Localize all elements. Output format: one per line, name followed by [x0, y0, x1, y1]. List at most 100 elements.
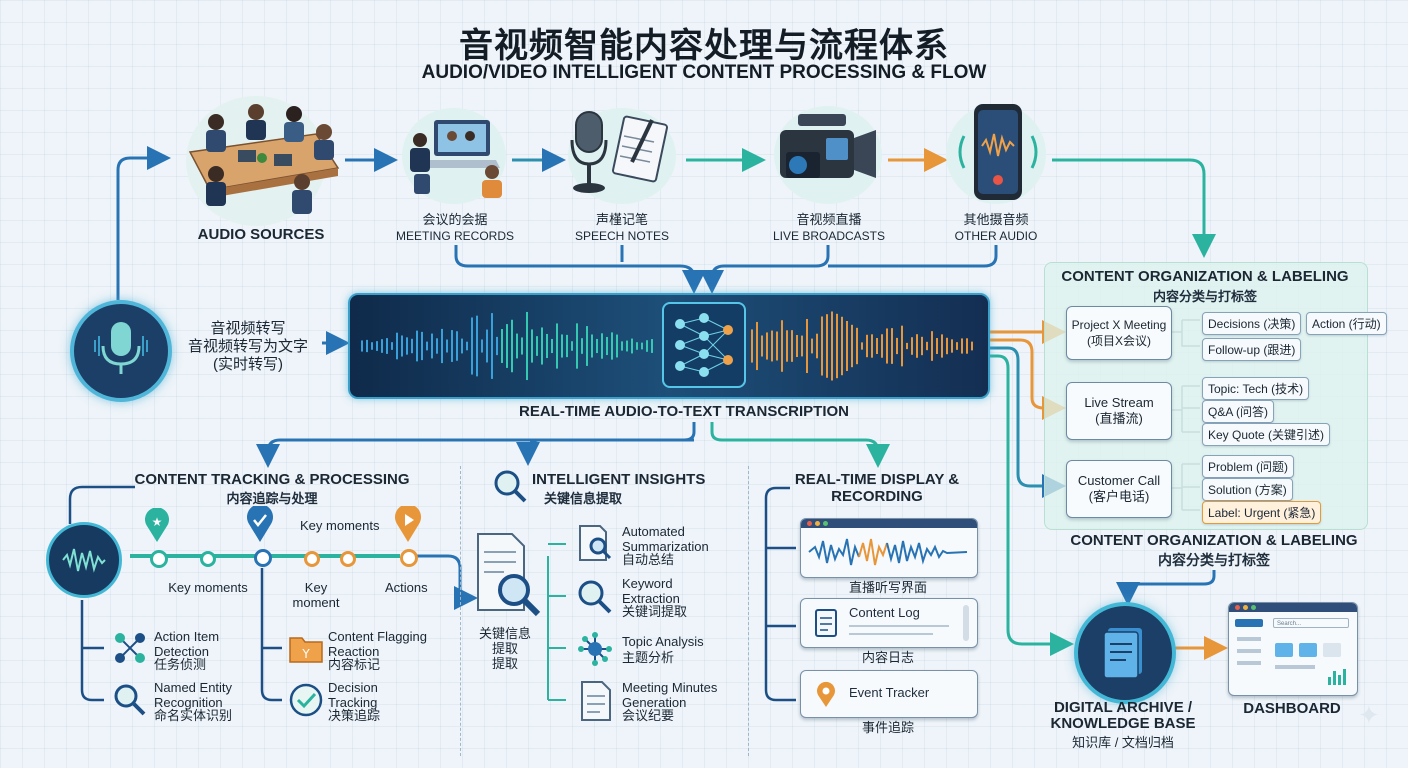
timeline-node[interactable] — [400, 549, 418, 567]
microphone-button[interactable] — [70, 300, 172, 402]
dashboard-line — [1275, 665, 1315, 669]
tracking-item-cn: 决策追踪 — [328, 708, 381, 723]
neural-network-processor — [662, 302, 746, 388]
meeting-records-cn: 会议的会据 — [422, 212, 488, 227]
organization-heading-en: CONTENT ORGANIZATION & LABELING — [1061, 268, 1349, 285]
transcription-desc-line3: (实时转写) — [213, 356, 283, 373]
tracking-item-cn: 内容标记 — [328, 657, 381, 672]
waveform-icon — [62, 548, 106, 573]
category-card-project-x[interactable]: Project X Meeting (项目X会议) — [1066, 306, 1172, 360]
archive-books-icon — [1103, 628, 1142, 679]
log-line — [849, 633, 933, 635]
scroll-icon — [815, 609, 837, 637]
category-card-live-stream[interactable]: Live Stream (直播流) — [1066, 382, 1172, 440]
document-icon — [581, 681, 611, 721]
tracking-item-en: Decision Tracking — [328, 680, 378, 710]
transcription-desc-line1: 音视频转写 — [210, 320, 286, 337]
tag-key-quote[interactable]: Key Quote (关键引述) — [1202, 423, 1331, 446]
location-pin-icon — [817, 681, 835, 707]
check-circle-icon — [289, 683, 323, 717]
dashboard-tile[interactable] — [1299, 643, 1317, 657]
timeline-node[interactable] — [340, 551, 356, 567]
event-tracker-screen[interactable]: Event Tracker — [800, 670, 978, 718]
play-pin-icon — [395, 506, 421, 542]
tracking-heading-cn: 内容追踪与处理 — [226, 491, 318, 506]
organization-footer-en: CONTENT ORGANIZATION & LABELING — [1070, 532, 1358, 549]
page-title-cn: 音视频智能内容处理与流程体系 — [459, 27, 949, 65]
screen-caption: 内容日志 — [861, 650, 914, 665]
tag-decisions[interactable]: Decisions (决策) — [1202, 312, 1302, 335]
dashboard-label: DASHBOARD — [1243, 700, 1341, 717]
waveform-icon — [808, 538, 968, 566]
insight-item-en: Meeting Minutes Generation — [622, 680, 718, 710]
tag-topic-tech[interactable]: Topic: Tech (技术) — [1202, 377, 1310, 400]
insight-item-cn: 会议纪要 — [622, 708, 675, 723]
document-magnifier-icon — [477, 533, 541, 617]
dashboard-tile[interactable] — [1275, 643, 1293, 657]
magnifier-icon — [114, 684, 146, 716]
check-pin-icon — [247, 506, 273, 542]
insights-heading-en: INTELLIGENT INSIGHTS — [532, 471, 706, 488]
tracking-item-en: Content Flagging Reaction — [328, 629, 428, 659]
dashboard-tile[interactable] — [1323, 643, 1341, 657]
timeline-node[interactable] — [304, 551, 320, 567]
insight-item-cn: 关键词提取 — [622, 604, 688, 619]
window-dot — [1243, 605, 1248, 610]
page-title-en: AUDIO/VIDEO INTELLIGENT CONTENT PROCESSI… — [421, 62, 987, 83]
section-divider — [748, 466, 749, 756]
neural-network-icon — [675, 313, 733, 377]
category-label: Live Stream (直播流) — [1084, 395, 1154, 426]
document-magnifier-icon — [579, 525, 612, 561]
window-dot — [807, 521, 812, 526]
section-divider — [460, 466, 461, 756]
tracking-audio-node — [46, 522, 122, 598]
audio-sources-label: AUDIO SOURCES — [197, 226, 325, 243]
waveform-graphic — [361, 311, 973, 381]
tag-urgent[interactable]: Label: Urgent (紧急) — [1202, 501, 1322, 524]
tag-follow-up[interactable]: Follow-up (跟进) — [1202, 338, 1302, 361]
dashboard-nav-button[interactable] — [1235, 619, 1263, 627]
dashboard-window[interactable]: Search... — [1228, 602, 1358, 696]
transcription-description: 音视频转写 音视频转写为文字 (实时转写) — [168, 320, 328, 374]
display-heading: REAL-TIME DISPLAY & RECORDING — [794, 471, 960, 505]
tag-action[interactable]: Action (行动) — [1306, 312, 1387, 335]
hub-icon — [578, 632, 612, 666]
digital-archive-node[interactable] — [1074, 602, 1176, 704]
window-dot — [1235, 605, 1240, 610]
window-dot — [815, 521, 820, 526]
archive-label-cn: 知识库 / 文档归档 — [1072, 735, 1174, 750]
insight-item-cn: 主题分析 — [622, 650, 675, 665]
timeline-label-key-moment: Key moment — [292, 580, 340, 610]
sparkle-icon: ✦ — [1358, 700, 1380, 730]
scrollbar[interactable] — [963, 605, 969, 641]
tag-solution[interactable]: Solution (方案) — [1202, 478, 1293, 501]
tracking-heading-en: CONTENT TRACKING & PROCESSING — [134, 471, 410, 488]
tag-problem[interactable]: Problem (问题) — [1202, 455, 1295, 478]
timeline-node[interactable] — [150, 550, 168, 568]
sidebar-line — [1237, 649, 1261, 653]
folder-icon: Y — [289, 637, 323, 663]
content-log-screen[interactable]: Content Log — [800, 598, 978, 648]
timeline-node[interactable] — [254, 549, 272, 567]
organization-footer-cn: 内容分类与打标签 — [1158, 552, 1270, 568]
other-audio-cn: 其他摄音频 — [963, 212, 1029, 227]
screen-caption: 直播听写界面 — [848, 580, 927, 595]
event-tracker-title: Event Tracker — [849, 685, 930, 700]
window-dot — [1251, 605, 1256, 610]
insight-item-en: Automated Summarization — [622, 524, 709, 554]
tag-qa[interactable]: Q&A (问答) — [1202, 400, 1275, 423]
live-transcription-screen[interactable] — [800, 518, 978, 578]
live-broadcasts-en: LIVE BROADCASTS — [772, 229, 886, 243]
tracking-item-cn: 命名实体识别 — [154, 708, 233, 723]
category-card-customer-call[interactable]: Customer Call (客户电话) — [1066, 460, 1172, 518]
timeline-label-key-moments-top: Key moments — [300, 518, 380, 533]
timeline-node[interactable] — [200, 551, 216, 567]
meeting-records-en: MEETING RECORDS — [395, 229, 514, 243]
insight-item-en: Keyword Extraction — [622, 576, 680, 606]
category-label: Project X Meeting (项目X会议) — [1071, 318, 1167, 348]
insights-magnifier-icon — [494, 470, 527, 503]
dashboard-search-input[interactable]: Search... — [1273, 618, 1349, 628]
speech-notes-en: SPEECH NOTES — [574, 229, 670, 243]
video-meeting-icon — [410, 120, 502, 198]
sidebar-line — [1237, 637, 1261, 641]
